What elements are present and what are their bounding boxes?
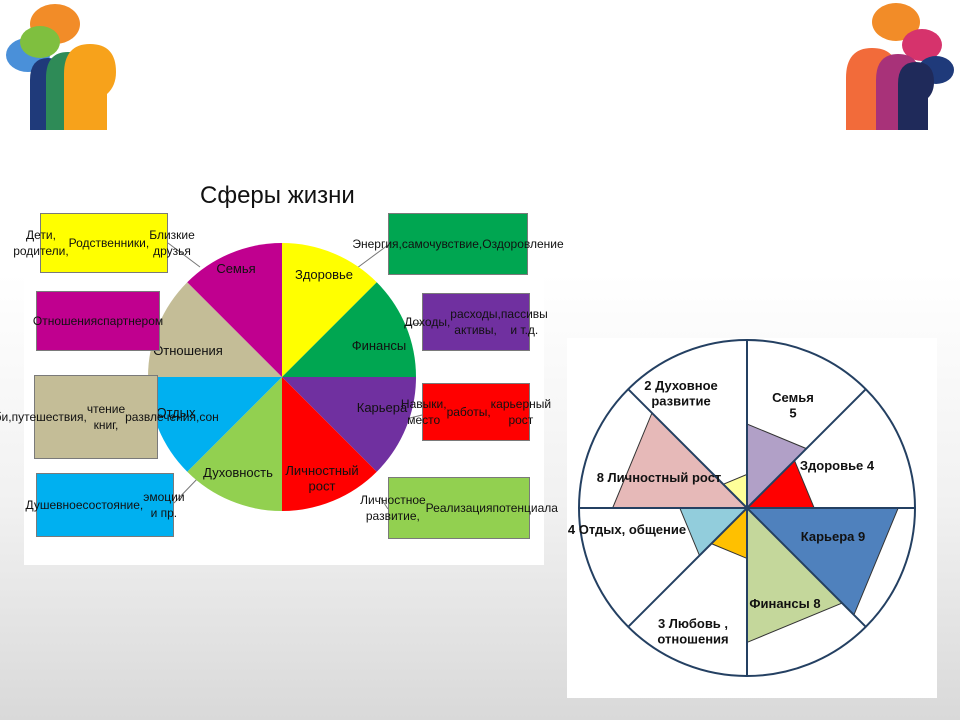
box-text-line: Энергия, — [352, 236, 402, 251]
spoke-line — [746, 388, 867, 509]
box-text-line: Доходы, — [404, 314, 451, 329]
sector-semya — [282, 243, 377, 377]
diagram-title: Сферы жизни — [200, 182, 355, 209]
head-silhouette-icon — [64, 44, 116, 130]
box-text-line: работы, — [446, 404, 491, 419]
talking-heads-logo-left — [6, 4, 116, 130]
segment-label: 8 Личностный рост — [597, 470, 722, 485]
income-description-box: Доходы,расходы, активы,пассивы и т.д. — [404, 293, 548, 351]
box-text-line: Дети, родители, — [13, 227, 69, 258]
box-text-line: расходы, активы, — [450, 306, 501, 337]
sector-label-finansy: Финансы — [352, 338, 407, 353]
box-text-line: путешествия, — [11, 409, 87, 424]
box-text-line: Навыки, место — [400, 396, 447, 427]
connector-arrow — [405, 322, 423, 326]
sector-label-kariera: Карьера — [357, 400, 408, 415]
box-text-line: Реализация — [425, 500, 493, 515]
box-text-line: Душевное — [25, 497, 83, 512]
box-text-line: Близкие друзья — [149, 227, 195, 258]
connector-arrow — [379, 496, 389, 510]
box-text-line: сон — [199, 409, 219, 424]
sector-lichnostny — [187, 377, 282, 511]
sector-label-otnosheniya: Отношения — [153, 343, 223, 358]
sector-label-otdyh: Отдых — [156, 405, 196, 420]
spoke-line — [746, 507, 867, 628]
box-text-line: Хобби, — [0, 409, 12, 424]
speech-bubble-icon — [902, 29, 942, 61]
speech-bubble-icon — [872, 3, 920, 41]
box-text-line: самочувствие, — [401, 236, 483, 251]
box-text-line: чтение книг, — [86, 401, 126, 432]
sector-finansy — [282, 377, 416, 472]
segment-label: Карьера 9 — [801, 529, 866, 544]
sector-label-semya: Семья — [216, 261, 255, 276]
box-text-line: партнером — [103, 313, 164, 328]
spoke-line — [627, 507, 748, 628]
sector-otdyh — [148, 282, 282, 377]
speech-bubble-icon — [20, 26, 60, 58]
hobby-description-box: Хобби,путешествия,чтение книг,развлечени… — [0, 375, 219, 459]
segment-label: Финансы 8 — [749, 596, 820, 611]
connector-arrow — [356, 244, 389, 269]
sector-zdorovie — [282, 282, 416, 377]
box-text-line: с — [97, 313, 104, 328]
box-text-line: эмоции и пр. — [143, 489, 185, 520]
box-text-line: карьерный рост — [490, 396, 552, 427]
connector-arrow — [167, 242, 201, 268]
box-text-line: состояние, — [82, 497, 144, 512]
sector-duhovnost — [148, 377, 282, 472]
head-silhouette-icon — [898, 62, 934, 130]
box-text-line: развлечения, — [125, 409, 200, 424]
family-description-box: Дети, родители,Родственники,Близкие друз… — [13, 213, 195, 273]
box-text-line: Отношения — [32, 313, 98, 328]
sector-label-duhovnost: Духовность — [203, 465, 273, 480]
sector-otnosheniya — [187, 243, 282, 377]
segment-label: Здоровье 4 — [800, 458, 875, 473]
talking-heads-logo-right — [846, 3, 954, 130]
segment-label: 4 Отдых, общение — [568, 522, 686, 537]
spoke-line — [627, 388, 748, 509]
box-text-line: пассивы и т.д. — [500, 306, 548, 337]
segment-label: 3 Любовь ,отношения — [657, 616, 728, 647]
connector-arrow — [173, 475, 201, 504]
box-text-line: Личностное развитие, — [360, 492, 426, 523]
sector-kariera — [282, 377, 377, 511]
energy-description-box: Энергия,самочувствие,Оздоровление — [352, 213, 564, 275]
sector-label-zdorovie: Здоровье — [295, 267, 353, 282]
box-text-line: потенциала — [492, 500, 558, 515]
box-text-line: Родственники, — [68, 235, 150, 250]
box-text-line: Оздоровление — [482, 236, 564, 251]
